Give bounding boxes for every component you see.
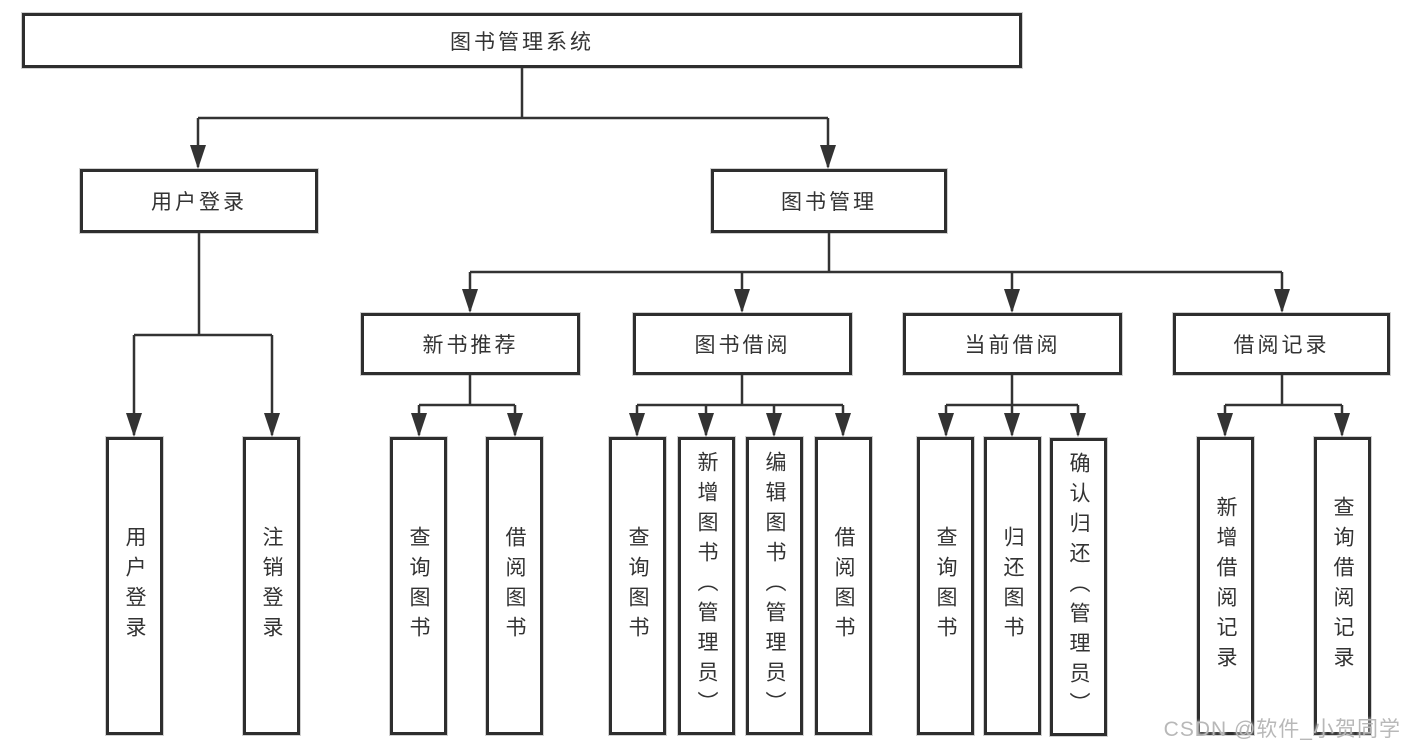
leaf-cb-confirm-return-admin-label: 确认归还（管理员）: [1067, 452, 1090, 722]
node-borrowing-records-label: 借阅记录: [1233, 334, 1330, 357]
connector-current-borrowing-split: [946, 375, 1078, 407]
node-user-login: 用户登录: [80, 169, 318, 233]
leaf-cb-return-books-label: 归还图书: [1001, 526, 1024, 646]
leaf-bb-add-books-admin: 新增图书（管理员）: [678, 437, 735, 735]
leaf-nb-borrow-books: 借阅图书: [486, 437, 543, 735]
connector-user-login-split: [134, 233, 272, 337]
leaf-br-add-record: 新增借阅记录: [1197, 437, 1254, 735]
node-new-book-recommend: 新书推荐: [361, 313, 580, 375]
node-new-book-recommend-label: 新书推荐: [422, 334, 519, 357]
leaf-user-login-label: 用户登录: [123, 526, 146, 646]
node-borrowing-records: 借阅记录: [1173, 313, 1390, 375]
node-current-borrowing-label: 当前借阅: [964, 334, 1061, 357]
leaf-nb-borrow-books-label: 借阅图书: [503, 526, 526, 646]
leaf-bb-query-books-label: 查询图书: [626, 526, 649, 646]
leaf-bb-query-books: 查询图书: [609, 437, 666, 735]
leaf-nb-query-books-label: 查询图书: [407, 526, 430, 646]
leaf-bb-borrow-books-label: 借阅图书: [832, 526, 855, 646]
node-current-borrowing: 当前借阅: [903, 313, 1122, 375]
leaf-cb-confirm-return-admin: 确认归还（管理员）: [1050, 438, 1107, 736]
leaf-nb-query-books: 查询图书: [390, 437, 447, 735]
leaf-br-query-record-label: 查询借阅记录: [1331, 496, 1354, 676]
node-user-login-label: 用户登录: [151, 191, 247, 214]
connector-root-split: [198, 68, 828, 120]
leaf-bb-edit-books-admin-label: 编辑图书（管理员）: [763, 451, 786, 721]
leaf-user-login: 用户登录: [106, 437, 163, 735]
node-root-label: 图书管理系统: [450, 30, 594, 54]
leaf-logout: 注销登录: [243, 437, 300, 735]
connector-book-management-split: [470, 233, 1282, 274]
leaf-bb-borrow-books: 借阅图书: [815, 437, 872, 735]
connector-book-borrowing-split: [637, 375, 843, 407]
csdn-watermark: CSDN @软件_小贺同学: [1163, 718, 1401, 741]
connector-borrowing-records-split: [1225, 375, 1342, 407]
connector-new-book-split: [419, 375, 515, 407]
node-book-management: 图书管理: [711, 169, 947, 233]
leaf-logout-label: 注销登录: [260, 526, 283, 646]
leaf-br-add-record-label: 新增借阅记录: [1214, 496, 1237, 676]
leaf-bb-edit-books-admin: 编辑图书（管理员）: [746, 437, 803, 735]
node-book-management-label: 图书管理: [781, 191, 877, 214]
leaf-cb-query-books-label: 查询图书: [934, 526, 957, 646]
leaf-cb-query-books: 查询图书: [917, 437, 974, 735]
leaf-br-query-record: 查询借阅记录: [1314, 437, 1371, 735]
node-root-system: 图书管理系统: [22, 13, 1022, 68]
node-book-borrowing: 图书借阅: [633, 313, 852, 375]
leaf-bb-add-books-admin-label: 新增图书（管理员）: [695, 451, 718, 721]
node-book-borrowing-label: 图书借阅: [694, 334, 791, 357]
leaf-cb-return-books: 归还图书: [984, 437, 1041, 735]
